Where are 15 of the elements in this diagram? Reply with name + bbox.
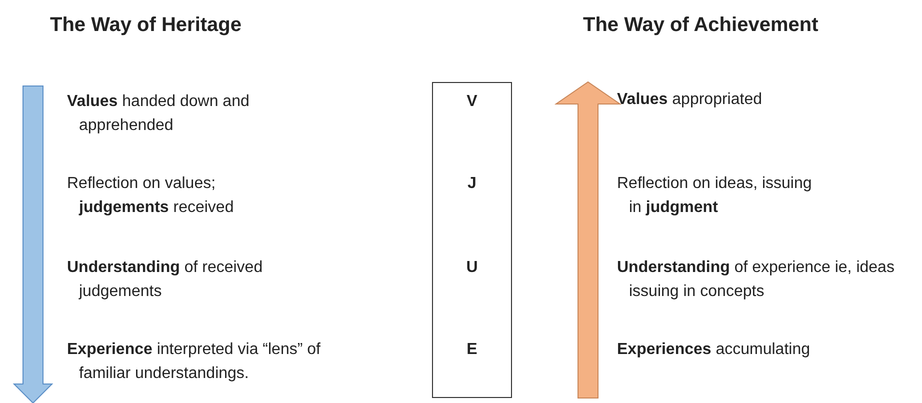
description-text: Understanding of received judgements	[67, 258, 264, 302]
description-text: Values appropriated	[617, 90, 763, 110]
description-text: Experience interpreted via “lens” of familiar understandings.	[67, 340, 322, 384]
description-text: Values handed down and apprehended	[67, 92, 250, 136]
description-text: Reflection on ideas, issuing in judgment	[617, 174, 813, 218]
column-heading: The Way of Heritage	[50, 14, 242, 37]
level-letter: V	[466, 93, 478, 111]
level-letter: J	[466, 175, 478, 193]
description-text: Reflection on values; judgements received	[67, 174, 235, 218]
description-text: Understanding of experience ie, ideas issuing in concepts	[617, 258, 896, 302]
level-letter: E	[466, 341, 478, 359]
level-letter: U	[465, 259, 479, 277]
column-heading: The Way of Achievement	[583, 14, 818, 37]
level-box	[432, 82, 512, 398]
description-text: Experiences accumulating	[617, 340, 811, 360]
